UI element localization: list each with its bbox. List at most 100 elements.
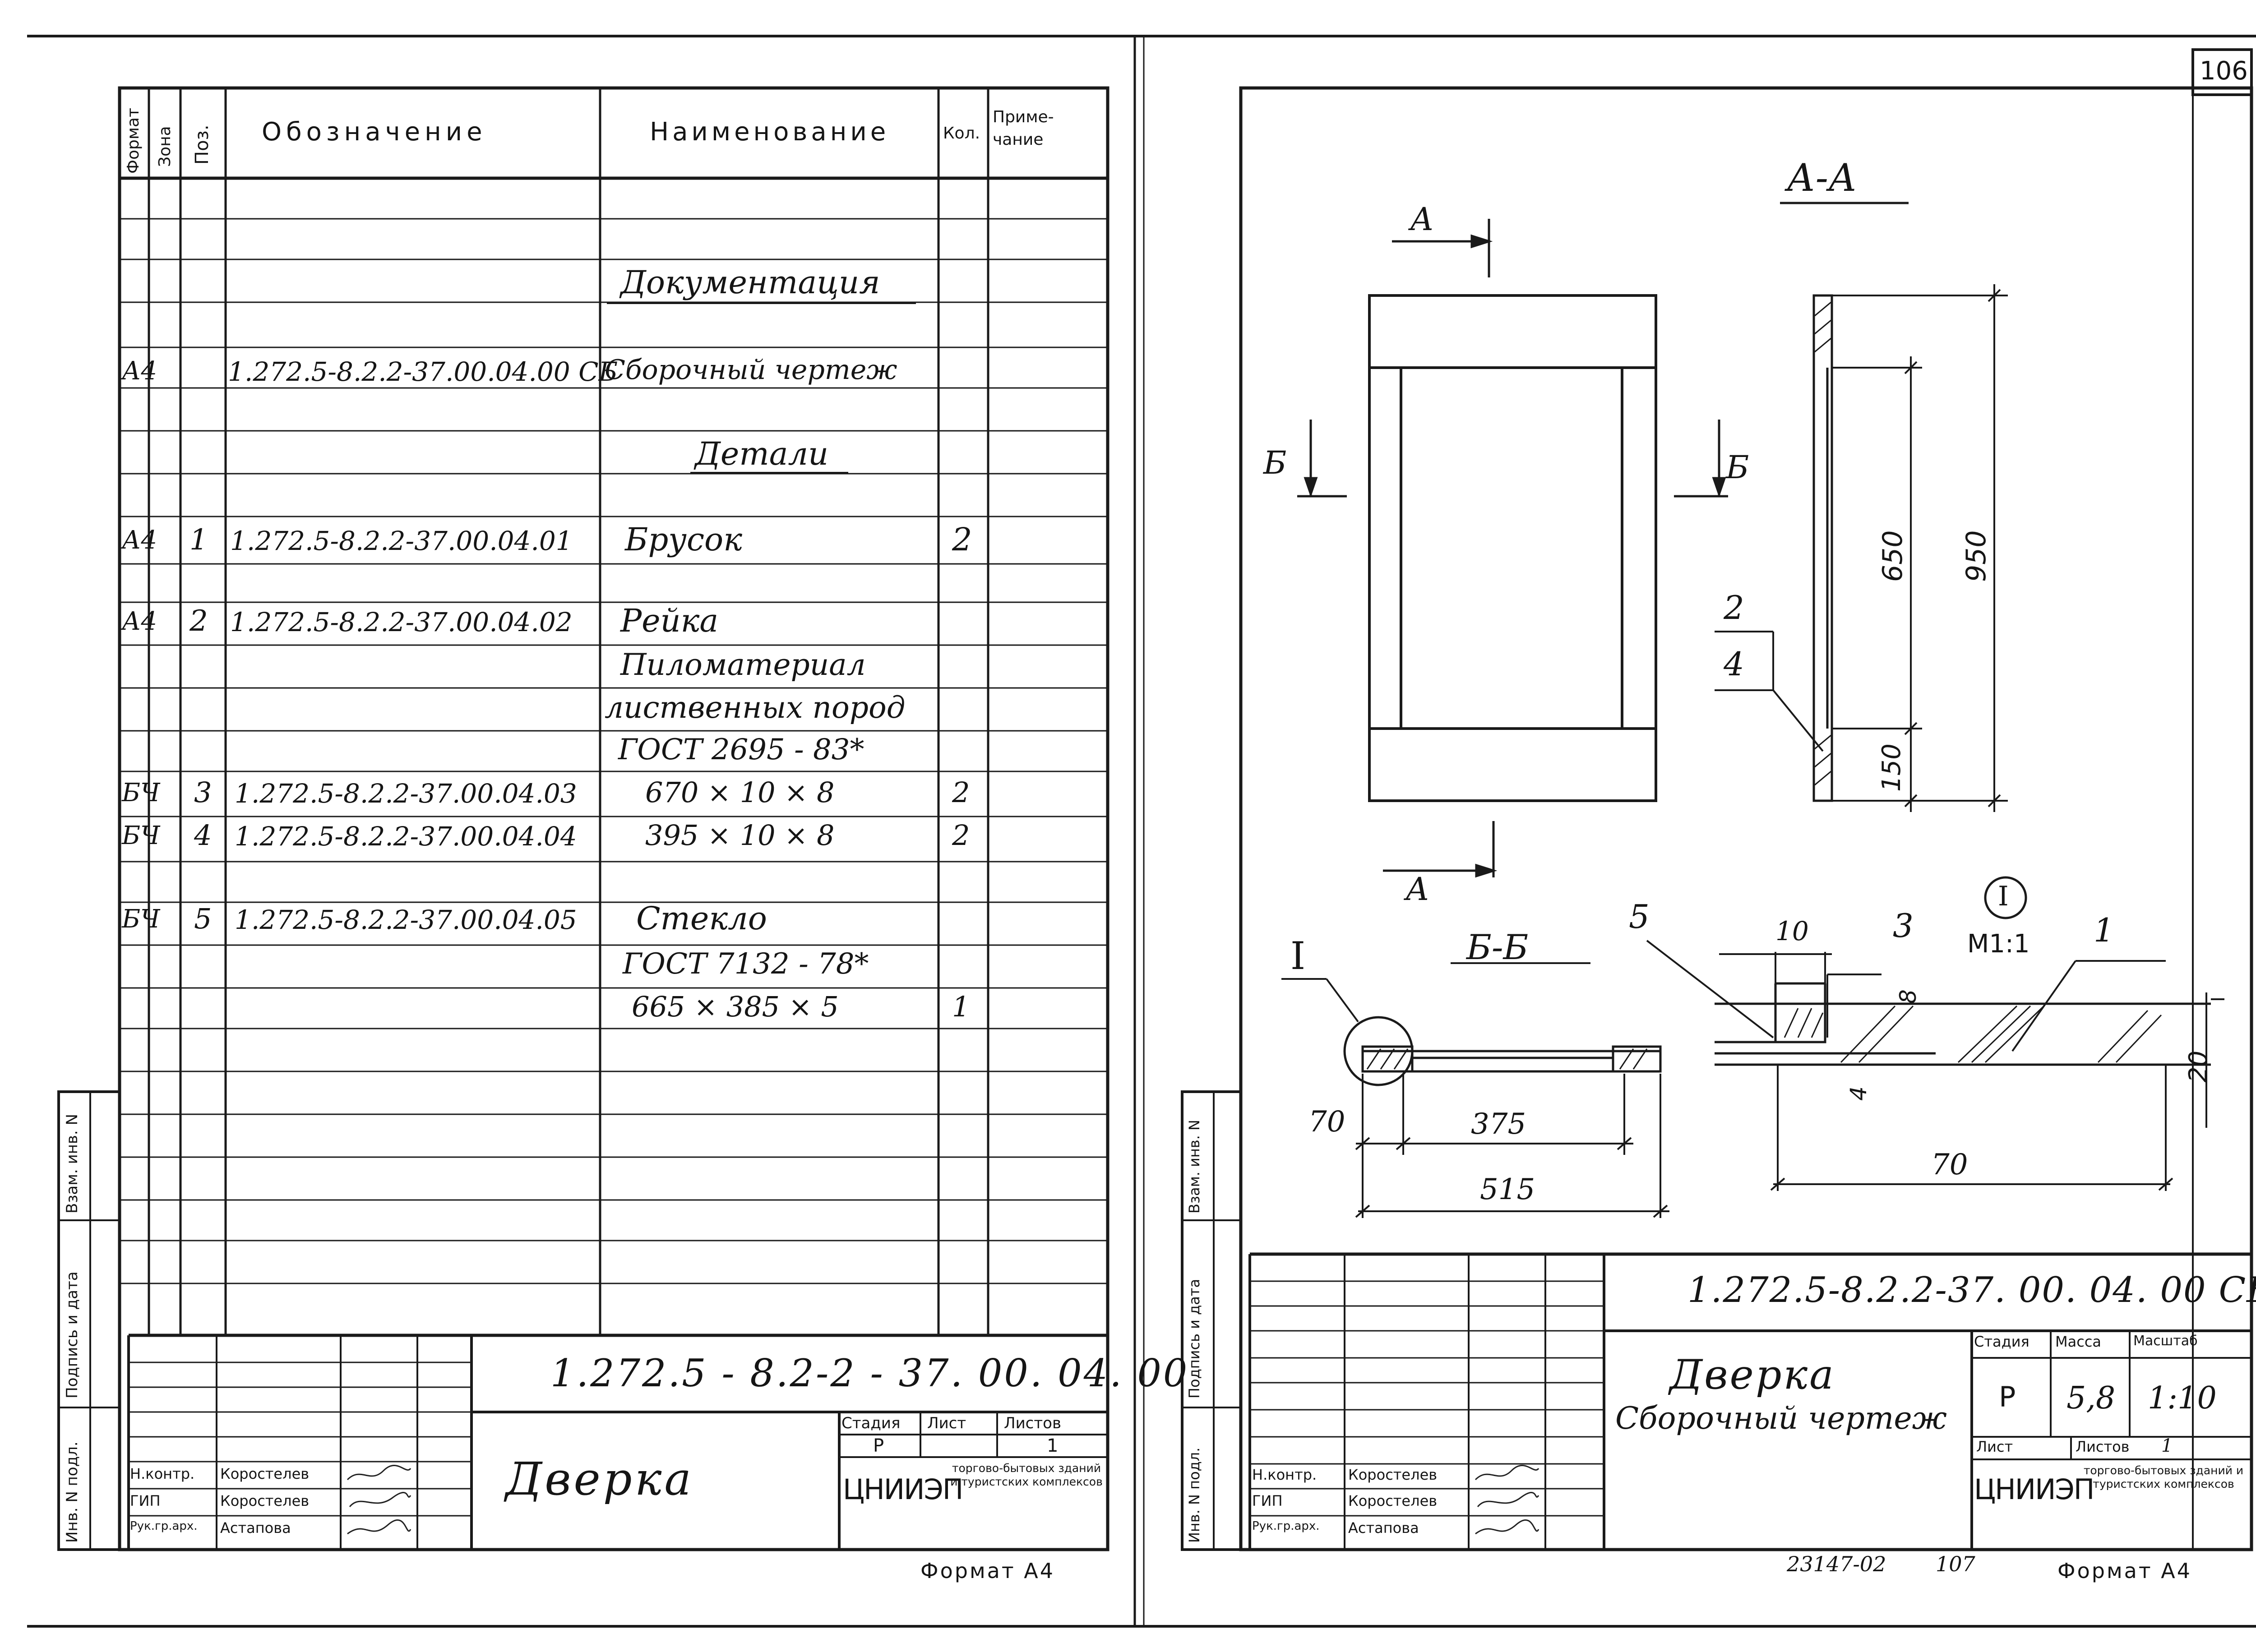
stamp-signature-date: Подпись и дата bbox=[63, 1271, 81, 1398]
section-aa-label: А-А bbox=[1787, 156, 1857, 200]
stamp-inv-podl: Инв. N подл. bbox=[63, 1441, 81, 1543]
footer-num1: 23147-02 bbox=[1787, 1552, 1886, 1576]
detail-scale: М1:1 bbox=[1967, 929, 2030, 959]
org-name: торгово-бытовых зданий и туристских комп… bbox=[2083, 1464, 2244, 1490]
row-pos: 5 bbox=[194, 902, 212, 935]
name-rukgr: Астапова bbox=[1348, 1519, 1419, 1537]
row-pos: 4 bbox=[194, 819, 212, 852]
org-logo: ЦНИИЭП bbox=[843, 1473, 963, 1506]
role-nkontr: Н.контр. bbox=[130, 1465, 195, 1482]
header-pos: Поз. bbox=[192, 125, 213, 165]
cut-b-right: Б bbox=[1726, 449, 1749, 486]
row-qty: 2 bbox=[952, 521, 972, 558]
drawing-title: Дверка bbox=[505, 1453, 694, 1505]
row-name: Брусок bbox=[625, 521, 743, 558]
row-name: Пиломатериал bbox=[620, 647, 866, 682]
dim-10: 10 bbox=[1775, 916, 1809, 946]
name-gip: Коростелев bbox=[220, 1492, 310, 1509]
name-nkontr: Коростелев bbox=[1348, 1466, 1438, 1483]
stage-label: Стадия bbox=[841, 1414, 901, 1432]
row-name: Рейка bbox=[620, 602, 719, 639]
role-rukgr: Рук.гр.арх. bbox=[130, 1519, 198, 1533]
role-rukgr: Рук.гр.арх. bbox=[1252, 1519, 1320, 1533]
callout-1: 1 bbox=[2094, 911, 2114, 949]
row-format: БЧ bbox=[122, 778, 160, 808]
org-name: торгово-бытовых зданий и туристских комп… bbox=[950, 1462, 1103, 1488]
header-note: Приме-чание bbox=[993, 108, 1054, 149]
header-name: Наименование bbox=[650, 117, 890, 147]
cut-a-bottom: А bbox=[1405, 871, 1430, 908]
row-pos: 1 bbox=[190, 523, 208, 557]
row-pos: 3 bbox=[194, 776, 212, 809]
header-designation: Обозначение bbox=[262, 117, 487, 147]
sheet-label: Лист bbox=[927, 1414, 966, 1432]
signature-marks bbox=[1475, 1465, 1539, 1535]
row-pos: 2 bbox=[190, 605, 208, 638]
callout-3: 3 bbox=[1893, 907, 1914, 945]
row-designation: 1.272.5-8.2.2-37.00.04.02 bbox=[230, 607, 573, 637]
dim-950: 950 bbox=[1960, 530, 1992, 582]
row-format: БЧ bbox=[122, 821, 160, 850]
row-designation: 1.272.5-8.2.2-37.00.04.00 СБ bbox=[228, 356, 618, 387]
section-aa-drawing bbox=[1812, 294, 1833, 802]
row-designation: 1.272.5-8.2.2-37.00.04.04 bbox=[235, 821, 577, 852]
row-name: Детали bbox=[695, 435, 829, 472]
sheets-label: Листов bbox=[1004, 1414, 1062, 1432]
section-bb-label: Б-Б bbox=[1466, 927, 1529, 967]
footer-num2: 107 bbox=[1936, 1552, 1975, 1576]
scale-value: 1:10 bbox=[2148, 1380, 2217, 1416]
drawing-code: 1.272.5-8.2.2-37. 00. 04. 00 СБ bbox=[1687, 1270, 2256, 1311]
row-name: 665 × 385 × 5 bbox=[632, 990, 839, 1023]
row-qty: 1 bbox=[952, 990, 970, 1023]
section-bb-drawing bbox=[1361, 1045, 1662, 1073]
drawing-subtitle: Сборочный чертеж bbox=[1615, 1401, 1947, 1436]
row-name: ГОСТ 7132 - 78* bbox=[623, 947, 869, 981]
row-format: А4 bbox=[122, 356, 157, 386]
row-format: А4 bbox=[122, 526, 157, 555]
detail-i-drawing bbox=[1715, 982, 2211, 1066]
sheet-label: Лист bbox=[1976, 1438, 2013, 1455]
org-logo: ЦНИИЭП bbox=[1974, 1473, 2094, 1506]
row-format: БЧ bbox=[122, 904, 160, 934]
cut-a-top: А bbox=[1410, 201, 1434, 238]
callout-4: 4 bbox=[1724, 645, 1744, 683]
row-name: 395 × 10 × 8 bbox=[645, 819, 835, 852]
name-rukgr: Астапова bbox=[220, 1519, 291, 1537]
callout-2: 2 bbox=[1724, 589, 1744, 627]
dim-20: 20 bbox=[2184, 1050, 2213, 1083]
cut-b-left: Б bbox=[1263, 444, 1287, 481]
row-qty: 2 bbox=[952, 776, 970, 809]
sheets-value: 1 bbox=[2161, 1435, 2173, 1456]
row-name: ГОСТ 2695 - 83* bbox=[618, 733, 864, 766]
stage-value: Р bbox=[1999, 1380, 2016, 1413]
row-name: Сборочный чертеж bbox=[605, 354, 897, 386]
right-format-label: Формат А4 bbox=[2057, 1559, 2192, 1583]
signature-marks bbox=[347, 1465, 411, 1535]
header-format: Формат bbox=[124, 107, 143, 174]
drawing-title: Дверка bbox=[1669, 1351, 1835, 1398]
row-designation: 1.272.5-8.2.2-37.00.04.05 bbox=[235, 904, 577, 935]
role-gip: ГИП bbox=[130, 1492, 161, 1509]
row-designation: 1.272.5-8.2.2-37.00.04.01 bbox=[230, 526, 573, 556]
stage-label: Стадия bbox=[1974, 1333, 2029, 1350]
stamp-inv-podl: Инв. N подл. bbox=[1186, 1447, 1203, 1543]
scale-label: Масштаб bbox=[2133, 1333, 2198, 1349]
drawing-code: 1.272.5 - 8.2-2 - 37. 00. 04. 00 bbox=[550, 1351, 1189, 1395]
row-name: Документация bbox=[620, 264, 880, 301]
header-zone: Зона bbox=[156, 126, 174, 167]
dim-650: 650 bbox=[1877, 530, 1909, 582]
dim-515: 515 bbox=[1480, 1173, 1535, 1206]
stamp-signature-date: Подпись и дата bbox=[1186, 1278, 1203, 1398]
dim-150: 150 bbox=[1877, 743, 1906, 792]
dim-4: 4 bbox=[1845, 1086, 1872, 1101]
row-name: лиственных пород bbox=[605, 690, 906, 725]
row-name: 670 × 10 × 8 bbox=[645, 776, 835, 809]
row-qty: 2 bbox=[952, 819, 970, 852]
stamp-vzam-inv: Взам. инв. N bbox=[63, 1114, 81, 1214]
role-nkontr: Н.контр. bbox=[1252, 1466, 1317, 1483]
row-name: Стекло bbox=[636, 900, 767, 937]
name-nkontr: Коростелев bbox=[220, 1465, 310, 1482]
stage-value: Р bbox=[873, 1435, 884, 1456]
detail-mark-left: I bbox=[1290, 934, 1306, 978]
